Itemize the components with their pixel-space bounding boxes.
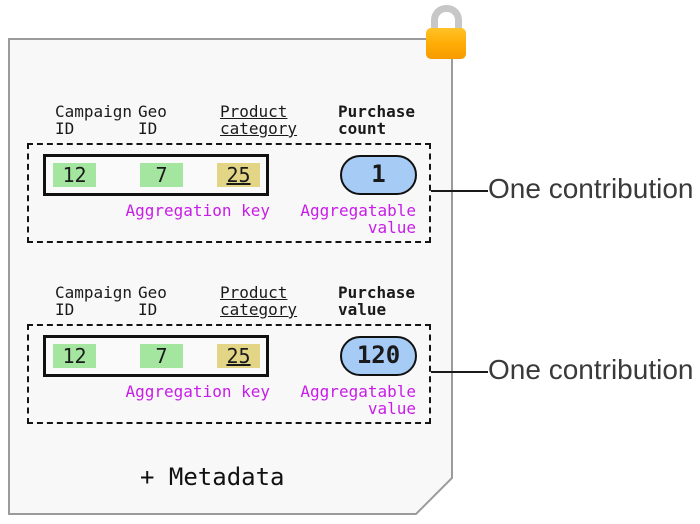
lock-body [426,28,466,59]
one-contribution-label: One contribution [488,173,694,204]
callout-connector-line [431,371,488,373]
key-cell-geo-id: 7 [140,344,183,368]
contribution-section-count: Campaign ID Geo ID Product category Purc… [0,0,700,250]
key-cell-product-category: 25 [217,344,260,368]
lock-shackle [431,5,462,35]
key-cell-product-category: 25 [217,163,260,187]
column-header-product-category: Product category [220,102,298,138]
key-cell-campaign-id: 12 [53,163,96,187]
column-header-geo-id: Geo ID [138,283,167,319]
aggregatable-value-pill: 1 [340,155,417,195]
column-header-campaign-id: Campaign ID [55,283,133,319]
column-header-purchase-value: Purchase value [338,283,416,319]
column-header-geo-id: Geo ID [138,102,167,138]
column-header-product-category: Product category [220,283,298,319]
aggregation-key-label: Aggregation key [125,382,271,401]
aggregatable-value-label: Aggregatable value [300,382,416,418]
callout-connector-line [431,190,488,192]
key-cell-campaign-id: 12 [53,344,96,368]
contribution-dashed-boundary [27,324,431,424]
key-cell-geo-id: 7 [140,163,183,187]
aggregatable-value-pill: 120 [340,336,417,376]
contribution-dashed-boundary [27,143,431,243]
column-header-purchase-count: Purchase count [338,102,416,138]
one-contribution-label: One contribution [488,354,694,385]
contribution-section-value: Campaign ID Geo ID Product category Purc… [0,181,700,431]
aggregatable-value-label: Aggregatable value [300,201,416,237]
metadata-label: + Metadata [140,463,285,491]
column-header-campaign-id: Campaign ID [55,102,133,138]
aggregation-key-label: Aggregation key [125,201,271,220]
